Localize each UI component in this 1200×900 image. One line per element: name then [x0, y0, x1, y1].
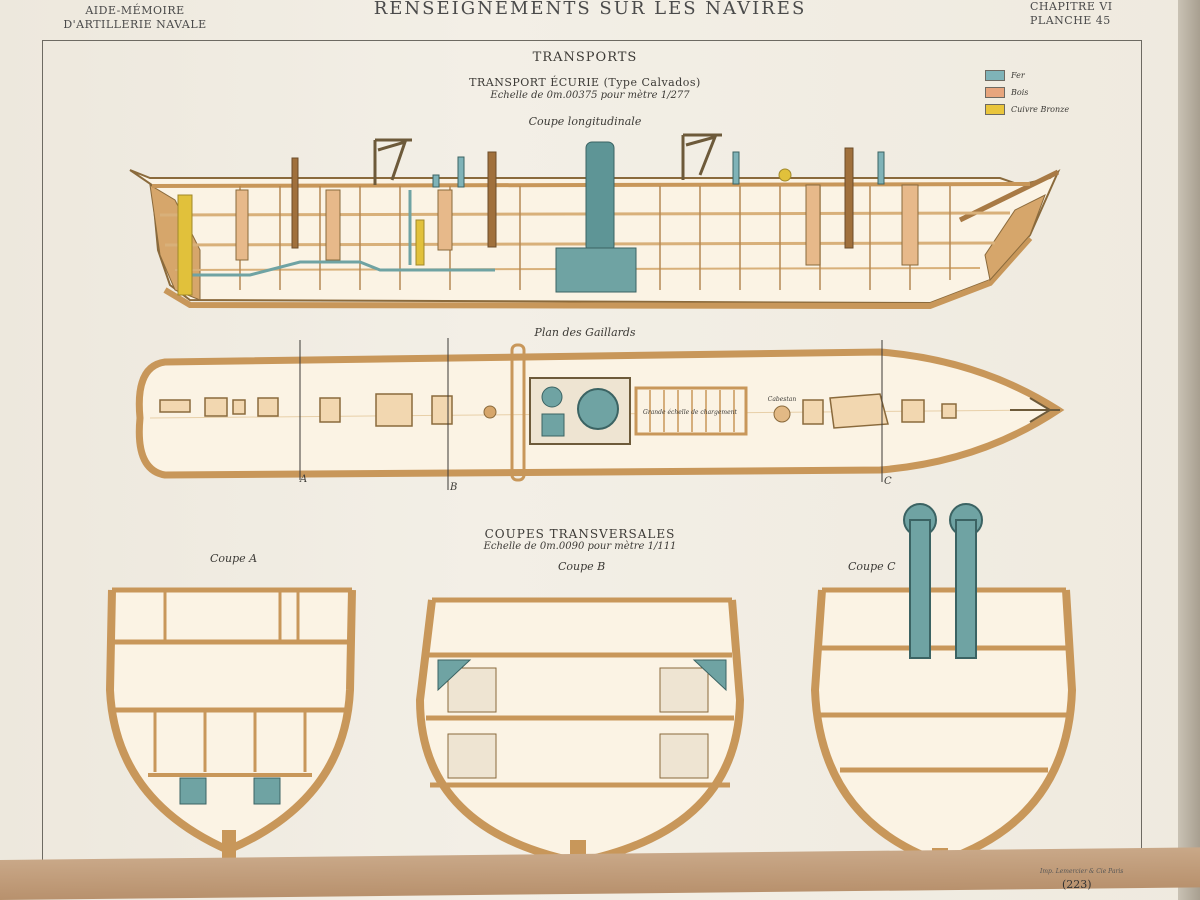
bronze-fittings: [177, 168, 792, 296]
header-right: CHAPITRE VI PLANCHE 45: [1030, 0, 1130, 28]
funnel-longitudinal: [585, 141, 615, 253]
loading-ladder-rungs: [649, 390, 735, 432]
iron-pipes: [185, 190, 495, 277]
legend-swatch-bois: [985, 87, 1005, 98]
capstan: [773, 405, 791, 423]
cross-section-b: [415, 597, 745, 867]
hull-section-a: [105, 589, 356, 855]
paddle-box-band: [510, 343, 526, 482]
header-left-line2: D'ARTILLERIE NAVALE: [63, 18, 207, 31]
legend-label-fer: Fer: [1011, 71, 1025, 80]
keel-line: [163, 236, 1033, 310]
view-plan-title: Plan des Gaillards: [534, 326, 636, 339]
header-left: AIDE-MÉMOIRE D'ARTILLERIE NAVALE: [60, 4, 210, 32]
mizzen-mast: [291, 157, 299, 249]
section-title: TRANSPORTS: [532, 50, 638, 65]
header-plate: PLANCHE 45: [1030, 14, 1111, 27]
main-mast: [487, 151, 497, 248]
section-mark-a: A: [299, 474, 307, 485]
main-deck: [159, 211, 1011, 217]
section-mark-c: C: [884, 476, 892, 487]
tank-a-1: [179, 777, 207, 805]
scale-longitudinal: Echelle de 0m.00375 pour mètre 1/277: [490, 90, 690, 101]
view-longitudinal-title: Coupe longitudinale: [528, 115, 642, 128]
vent-plan-2: [541, 413, 565, 437]
mast-step-main: [483, 405, 497, 419]
ship-subtitle: TRANSPORT ÉCURIE (Type Calvados): [469, 76, 701, 89]
page-number: (223): [1062, 878, 1092, 891]
legend-item-bronze: Cuivre Bronze: [985, 102, 1069, 117]
forecastle-structure: [829, 393, 889, 429]
hull-section-b: [415, 599, 745, 867]
cranes: [373, 133, 722, 185]
section-mark-b: B: [449, 482, 457, 493]
stanchions-a: [153, 592, 307, 772]
legend-swatch-fer: [985, 70, 1005, 81]
horse-stalls-b: [447, 667, 709, 779]
lower-deck: [164, 241, 996, 247]
section-markers: [299, 338, 883, 490]
vent-plan-1: [541, 386, 563, 408]
page-edge-shadow: [1178, 0, 1200, 900]
tank-a-2: [253, 777, 281, 805]
header-left-line1: AIDE-MÉMOIRE: [85, 4, 185, 17]
loading-ladder-label: Grande échelle de chargement: [643, 409, 737, 416]
loading-ladder: [634, 386, 748, 436]
header-chapter: CHAPITRE VI: [1030, 0, 1113, 13]
cross-sections-title: COUPES TRANSVERSALES: [484, 527, 676, 541]
bracket-b-right: [692, 659, 727, 692]
ventilators: [432, 151, 885, 188]
cross-section-c: [810, 503, 1077, 870]
fore-mast: [844, 147, 854, 249]
scale-cross: Echelle de 0m.0090 pour mètre 1/111: [483, 541, 677, 552]
coupe-c-label: Coupe C: [848, 560, 896, 573]
coupe-a-label: Coupe A: [210, 552, 258, 565]
cross-section-a: [105, 587, 356, 858]
header-title: RENSEIGNEMENTS SUR LES NAVIRES: [373, 0, 807, 19]
capstan-label: Cabestan: [768, 396, 797, 403]
funnel-plan: [577, 388, 619, 430]
bow-anchor: [1010, 397, 1060, 423]
hatch-ladders: [235, 184, 919, 266]
deck-plan: Grande échelle de chargement Cabestan A …: [135, 338, 1065, 493]
longitudinal-section: [129, 133, 1061, 310]
legend-label-bois: Bois: [1011, 88, 1029, 97]
deck-hatches: [159, 393, 957, 427]
legend-swatch-bronze: [985, 104, 1005, 115]
color-legend: Fer Bois Cuivre Bronze: [985, 68, 1069, 119]
coupe-b-label: Coupe B: [558, 560, 606, 573]
legend-item-bois: Bois: [985, 85, 1069, 100]
hull-section-c: [810, 589, 1077, 867]
bracket-b-left: [437, 659, 472, 692]
keel-a: [222, 830, 236, 858]
legend-label-bronze: Cuivre Bronze: [1011, 105, 1070, 114]
legend-item-fer: Fer: [985, 68, 1069, 83]
funnel-pipes-c: [903, 503, 983, 659]
engine-boilers: [555, 247, 637, 293]
printer-credit: Imp. Lemercier & Cie Paris: [1040, 868, 1124, 875]
bow-timber: [984, 193, 1046, 282]
